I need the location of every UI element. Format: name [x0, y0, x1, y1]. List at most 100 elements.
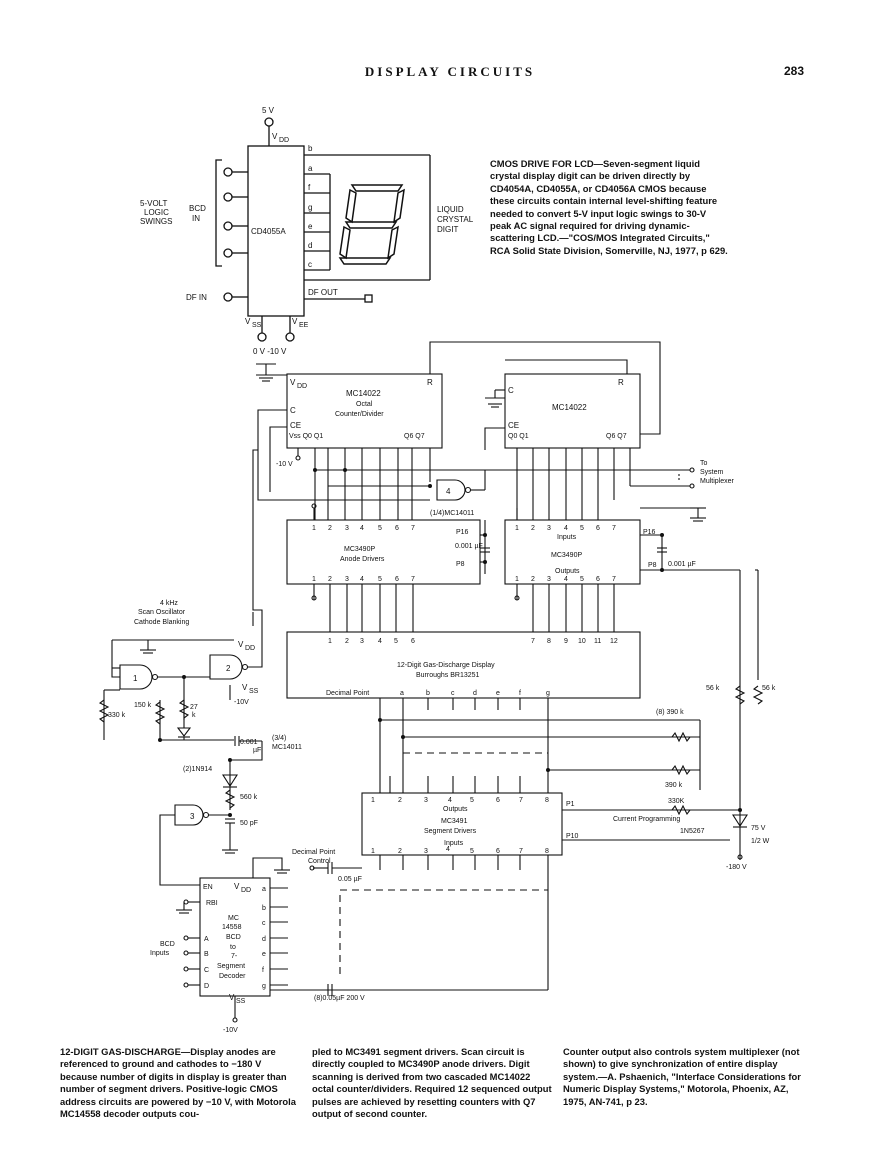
osc-neg10-label: -10V	[234, 699, 249, 706]
anode2-pin-label: 6	[596, 525, 600, 532]
segment-label: b	[426, 690, 430, 697]
anode1-pin-label: 3	[345, 525, 349, 532]
anode1-pin-label: 4	[360, 525, 364, 532]
gas-discharge-schematic	[103, 341, 759, 1023]
bottom-voltages-label: 0 V -10 V	[253, 347, 287, 356]
counter2-chip	[504, 373, 641, 449]
pin-b-label: b	[308, 144, 313, 153]
anode1-pin-label: 7	[411, 525, 415, 532]
anode-driver1-chip	[286, 519, 481, 585]
gate4-number: 4	[446, 487, 451, 496]
decoder-to: to	[230, 944, 236, 951]
input-label-line3: SWINGS	[140, 217, 172, 226]
display-pin: 1	[328, 638, 332, 645]
display-pin: 6	[411, 638, 415, 645]
resistor-150k-icon	[154, 701, 166, 725]
anode1-pin-label: 2	[328, 525, 332, 532]
decoder-7: 7-	[231, 953, 238, 960]
junction-dots	[158, 468, 742, 817]
pin-c-label: c	[308, 260, 312, 269]
display-pin: 9	[564, 638, 568, 645]
anode1-cap-label: 0.001 µF	[455, 543, 483, 550]
oscillator-label: Scan Oscillator	[138, 609, 186, 616]
resistor-330k-icon	[98, 699, 110, 723]
input-label-line2: LOGIC	[144, 208, 169, 217]
anode1-out-pin: 6	[395, 576, 399, 583]
anode2-out-pin: 6	[596, 576, 600, 583]
anode2-name: MC3490P	[551, 552, 582, 559]
anode2-out-pin: 1	[515, 576, 519, 583]
decoder-input-a: A	[204, 936, 209, 943]
osc-vdd-label: V	[238, 640, 244, 649]
anode1-pin-label: 1	[312, 525, 316, 532]
decoder-segment: Segment	[217, 963, 245, 970]
decoder-out: d	[262, 936, 266, 943]
decimal-point-label: Decimal Point	[326, 690, 369, 697]
anode2-pin-label: 2	[531, 525, 535, 532]
vss-sub-label: SS	[252, 322, 262, 329]
gate2-number: 2	[226, 664, 231, 673]
vdd-sub-label: DD	[279, 137, 289, 144]
anode1-out-pin: 5	[378, 576, 382, 583]
gate3-number: 3	[190, 812, 195, 821]
resistor-560k-icon	[224, 789, 236, 809]
decoder-bcd: BCD	[226, 934, 241, 941]
gas-caption-col1: 12-DIGIT GAS-DISCHARGE—Display anodes ar…	[60, 1046, 296, 1120]
resistor-27k-icon	[178, 699, 190, 719]
osc-vdd-sub: DD	[245, 645, 255, 652]
segdrv-name: MC3491	[441, 818, 468, 825]
counter1-line2: Octal	[356, 401, 373, 408]
segdrv-p10: P10	[566, 833, 579, 840]
r390-label: 390 k	[665, 782, 683, 789]
segdrv-in-pin: 3	[424, 848, 428, 855]
oscillator-freq: 4 kHz	[160, 600, 178, 607]
neg180-label: -180 V	[726, 864, 747, 871]
decoder-input-b: B	[204, 951, 209, 958]
r56k-1-label: 56 k	[706, 685, 720, 692]
r330-label: 330 k	[108, 712, 126, 719]
bcd-label: BCD	[189, 204, 206, 213]
segdrv-pin: 2	[398, 797, 402, 804]
pin-a-label: a	[308, 164, 313, 173]
decoder-decoder: Decoder	[219, 973, 246, 980]
df-in-label: DF IN	[186, 293, 207, 302]
bcd-inputs-label1: BCD	[160, 941, 175, 948]
display-pin: 5	[394, 638, 398, 645]
osc-cap-value: 0.001	[240, 739, 258, 746]
lcd-drive-schematic	[215, 117, 431, 342]
segdrv-in-pin: 2	[398, 848, 402, 855]
segdrv-pin: 6	[496, 797, 500, 804]
anode1-out-pin: 2	[328, 576, 332, 583]
segdrv-in-pin: 7	[519, 848, 523, 855]
segdrv-p1: P1	[566, 801, 575, 808]
counter1-vdd-label: V	[290, 378, 296, 387]
chip-label: CD4055A	[251, 227, 286, 236]
bcd-inputs-label2: Inputs	[150, 950, 170, 957]
anode1-pin-label: 6	[395, 525, 399, 532]
r560-label: 560 k	[240, 794, 258, 801]
r56k-2-label: 56 k	[762, 685, 776, 692]
anode-driver2-chip	[504, 519, 641, 585]
zener-label: 1N5267	[680, 828, 705, 835]
lcd-digit-icon	[338, 184, 405, 265]
segment-label: d	[473, 690, 477, 697]
decoder-rbi-label: RBI	[206, 900, 218, 907]
lcd-label-line3: DIGIT	[437, 225, 458, 234]
anode2-out-pin: 7	[612, 576, 616, 583]
anode1-out-pin: 4	[360, 576, 364, 583]
page-number: 283	[784, 64, 805, 78]
lcd-drive-labels: 5 V V DD CD4055A b a f g e d c 5-VOLT LO…	[140, 106, 474, 356]
segment-driver-chip	[361, 792, 563, 856]
segment-label: c	[451, 690, 455, 697]
counter2-r-label: R	[618, 378, 624, 387]
counter2-name: MC14022	[552, 403, 587, 412]
decoder-vdd-label: V	[234, 882, 240, 891]
segdrv-pin: 5	[470, 797, 474, 804]
counter1-q6q7: Q6 Q7	[404, 433, 425, 440]
nand-gate-4-icon	[436, 479, 466, 501]
decoder-out: f	[262, 967, 264, 974]
counter1-line3: Counter/Divider	[335, 411, 384, 418]
counter1-neg10-label: -10 V	[276, 461, 293, 468]
oscillator-blanking-label: Cathode Blanking	[134, 619, 189, 626]
